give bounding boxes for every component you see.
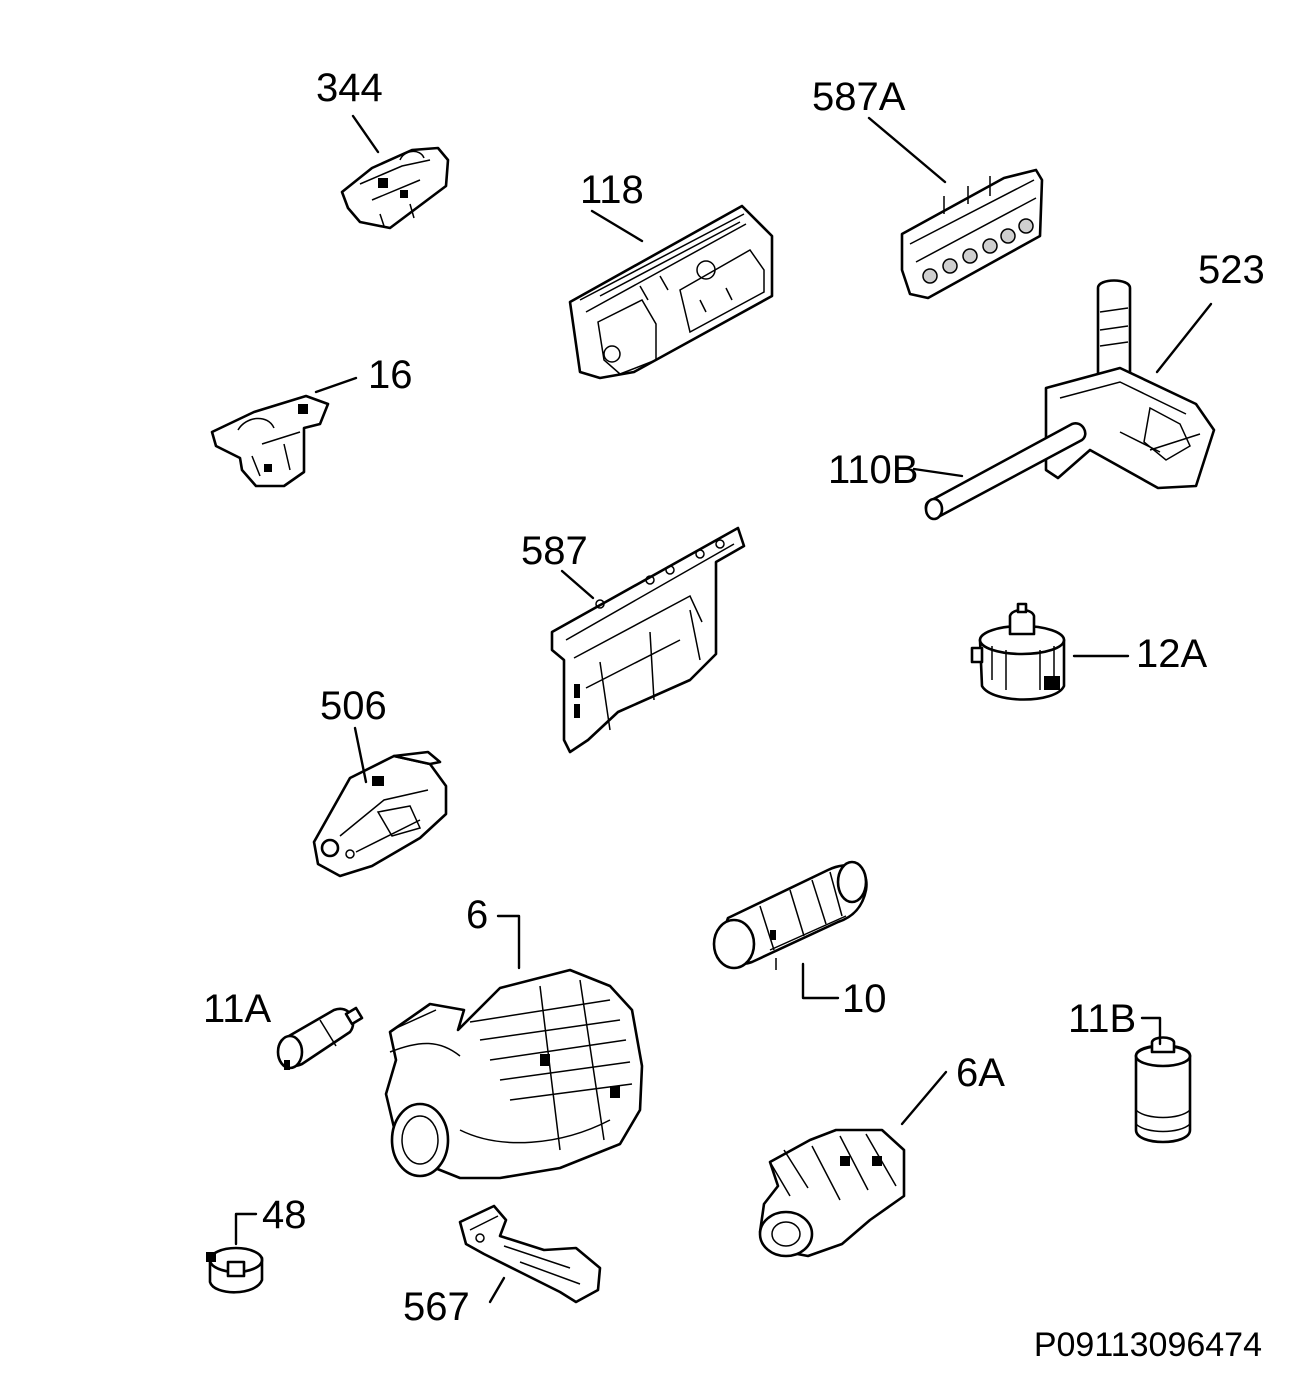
label-118: 118 bbox=[580, 168, 644, 212]
label-12A: 12A bbox=[1136, 632, 1207, 676]
leader-567 bbox=[488, 1276, 506, 1304]
part-118-control-module bbox=[568, 204, 774, 380]
leader-48 bbox=[234, 1212, 258, 1246]
part-6-circulation-pump bbox=[384, 968, 644, 1180]
part-11B-capacitor bbox=[1134, 1036, 1192, 1144]
leader-344 bbox=[351, 114, 380, 154]
leader-6 bbox=[496, 914, 521, 970]
drawing-number: P09113096474 bbox=[1034, 1326, 1262, 1364]
label-6: 6 bbox=[466, 893, 488, 937]
leader-118 bbox=[590, 209, 644, 243]
label-10: 10 bbox=[842, 977, 887, 1021]
label-567: 567 bbox=[403, 1285, 470, 1329]
part-6A-drain-pump bbox=[758, 1128, 906, 1258]
label-48: 48 bbox=[262, 1193, 307, 1237]
label-11A: 11A bbox=[203, 987, 272, 1031]
part-344-switch bbox=[340, 146, 450, 230]
label-110B: 110B bbox=[828, 448, 918, 492]
label-16: 16 bbox=[368, 353, 413, 397]
part-567-pump-bracket bbox=[458, 1204, 602, 1304]
part-110B-tube bbox=[924, 422, 1087, 521]
leader-11B bbox=[1140, 1016, 1162, 1046]
label-523: 523 bbox=[1198, 248, 1265, 292]
label-506: 506 bbox=[320, 684, 387, 728]
label-6A: 6A bbox=[956, 1051, 1005, 1095]
part-10-heater bbox=[712, 860, 868, 970]
leader-506 bbox=[353, 726, 368, 784]
part-506-door-lock bbox=[312, 750, 448, 878]
leader-587A bbox=[867, 116, 947, 184]
label-587: 587 bbox=[521, 529, 588, 573]
leader-587 bbox=[560, 569, 595, 600]
part-587-frame bbox=[550, 526, 746, 754]
leader-16 bbox=[314, 376, 358, 394]
label-587A: 587A bbox=[812, 75, 906, 119]
leader-10 bbox=[801, 962, 840, 1000]
leader-6A bbox=[900, 1070, 948, 1126]
part-16-valve bbox=[210, 394, 330, 488]
part-48-plug bbox=[206, 1246, 264, 1294]
label-344: 344 bbox=[316, 66, 383, 110]
part-11A-capacitor bbox=[276, 1006, 364, 1070]
leader-523 bbox=[1155, 302, 1213, 374]
part-12A-pressure-switch bbox=[970, 602, 1066, 701]
leader-110B bbox=[912, 467, 964, 478]
label-11B: 11B bbox=[1068, 997, 1136, 1041]
part-523-bracket bbox=[1044, 279, 1216, 490]
part-587A-terminal-block bbox=[900, 168, 1044, 300]
